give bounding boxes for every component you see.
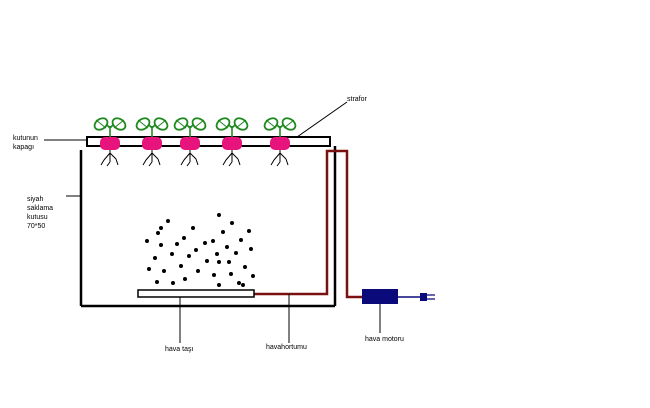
label-styrofoam: strafor <box>347 96 367 103</box>
bubble <box>241 283 245 287</box>
plant <box>93 117 127 167</box>
label-box-line-2: saklama <box>27 205 54 212</box>
bubble <box>251 274 255 278</box>
bubble <box>249 247 253 251</box>
plant-roots <box>222 150 241 167</box>
label-box-line-1: siyah <box>27 196 44 203</box>
bubble <box>191 226 195 230</box>
bubble <box>171 281 175 285</box>
bubble <box>194 248 198 252</box>
bubble <box>217 283 221 287</box>
bubble <box>211 239 215 243</box>
bubble <box>229 272 233 276</box>
bubble <box>179 264 183 268</box>
bubble <box>237 281 241 285</box>
radish <box>222 137 242 150</box>
plant <box>173 117 207 167</box>
radish <box>180 137 200 150</box>
plant-leaf-vein <box>217 119 247 129</box>
bubble <box>147 267 151 271</box>
box-lid <box>86 136 331 147</box>
label-lid-line-2: kapagı <box>13 144 35 151</box>
plant <box>215 117 249 167</box>
plant-leaf-vein <box>265 119 295 129</box>
bubble <box>243 265 247 269</box>
bubble <box>217 260 221 264</box>
bubble <box>162 269 166 273</box>
bubble <box>221 230 225 234</box>
bubble <box>153 256 157 260</box>
bubble <box>227 260 231 264</box>
bubble <box>230 221 234 225</box>
label-lid: kutunun kapagı <box>13 134 38 152</box>
leader-styrofoam <box>296 101 348 138</box>
plant <box>263 117 297 167</box>
plant-roots <box>142 150 161 167</box>
label-box: siyah saklama kutusu 70*50 <box>27 195 53 231</box>
radish <box>270 137 290 150</box>
bubble <box>247 229 251 233</box>
plant-leaf-vein <box>175 119 205 129</box>
bubble <box>205 259 209 263</box>
bubble <box>155 280 159 284</box>
bubble <box>145 239 149 243</box>
pump-plug <box>420 293 427 301</box>
label-air-stone: hava taşı <box>165 346 194 353</box>
bubble <box>212 273 216 277</box>
bubble <box>203 241 207 245</box>
label-box-line-3: kutusu <box>27 214 48 221</box>
bubble <box>166 219 170 223</box>
storage-box <box>79 146 337 308</box>
bubble <box>175 242 179 246</box>
radish <box>142 137 162 150</box>
bubble <box>196 269 200 273</box>
plant-leaf-vein <box>95 119 125 129</box>
bubble <box>156 231 160 235</box>
plant-leaf-vein <box>137 119 167 129</box>
plant <box>135 117 169 167</box>
radish <box>100 137 120 150</box>
label-air-hose: havahortumu <box>266 344 307 351</box>
leader-lines <box>44 101 381 343</box>
bubble <box>217 213 221 217</box>
bubble <box>159 226 163 230</box>
air-pump <box>362 289 435 304</box>
plant-roots <box>100 150 119 167</box>
air-bubbles <box>145 213 255 287</box>
bubble <box>239 238 243 242</box>
bubble <box>187 254 191 258</box>
bubble <box>183 277 187 281</box>
plug-prongs <box>427 294 435 300</box>
hose-line <box>253 149 363 299</box>
plant-roots <box>180 150 199 167</box>
plant-roots <box>270 150 289 167</box>
label-air-pump: hava motoru <box>365 336 404 343</box>
pump-body <box>362 289 398 304</box>
bubble <box>170 252 174 256</box>
bubble <box>215 252 219 256</box>
bubble <box>225 245 229 249</box>
plants <box>93 117 297 167</box>
bubble <box>159 243 163 247</box>
bubble <box>182 236 186 240</box>
label-box-line-4: 70*50 <box>27 223 46 230</box>
air-hose <box>253 149 363 299</box>
air-stone <box>137 289 255 298</box>
bubble <box>234 251 238 255</box>
label-lid-line-1: kutunun <box>13 135 38 142</box>
